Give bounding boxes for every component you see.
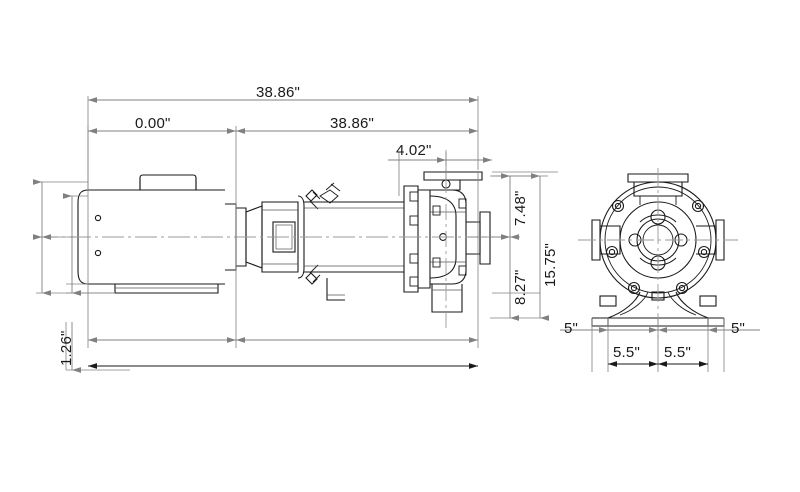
dim-label-second-length: 38.86" — [330, 115, 375, 132]
dim-label-overall-length: 38.86" — [256, 84, 301, 101]
dim-label-discharge-height: 7.48" — [512, 190, 529, 226]
dim-label-datum-origin: 0.00" — [135, 115, 171, 132]
extension-lines-height — [468, 175, 548, 319]
dim-label-base-height: 1.26" — [58, 330, 75, 366]
dim-label-end-left-overhang: 5" — [564, 320, 579, 337]
side-view-geometry — [77, 171, 491, 313]
dim-label-suction-height: 8.27" — [512, 269, 529, 305]
dim-label-base-bolt-left: 5.5" — [613, 344, 640, 361]
end-view-centerlines — [578, 168, 738, 340]
dim-label-end-right-overhang: 5" — [731, 320, 746, 337]
dim-label-discharge-offset: 4.02" — [396, 142, 432, 159]
dim-label-overall-height: 15.75" — [542, 242, 559, 287]
dim-label-base-bolt-right: 5.5" — [664, 344, 691, 361]
dimension-line-left-upper — [33, 179, 81, 296]
dimension-line-base-height — [65, 322, 81, 373]
